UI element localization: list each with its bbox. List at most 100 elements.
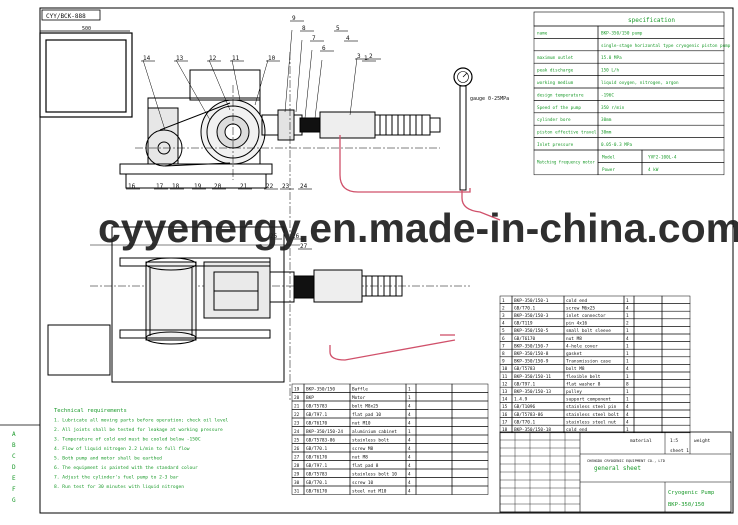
part-no: 7	[502, 343, 505, 349]
part-qty: 1	[626, 359, 629, 365]
part-qty: 4	[626, 305, 629, 311]
sheet-border	[39, 7, 734, 514]
part-no: 25	[294, 438, 300, 444]
part-code: GB/T6170	[514, 336, 536, 342]
part-code: GB/T97.1	[514, 381, 536, 387]
pump-top-view	[47, 226, 403, 383]
part-name: nut M8	[566, 336, 582, 342]
table-cell	[451, 460, 489, 470]
table-cell	[661, 386, 691, 396]
note-line: 4. Flow of liquid nitrogen 2.2 L/min to …	[54, 446, 190, 452]
balloon-number: 24	[300, 183, 308, 190]
note-line: 1. Lubricate all moving parts before ope…	[54, 418, 228, 424]
part-code: GB/T5783	[514, 366, 536, 372]
part-no: 5	[502, 328, 505, 334]
spec-label: name	[537, 31, 548, 36]
part-name: cold end	[566, 298, 588, 304]
note-line: 5. Both pump and motor shall be earthed	[54, 456, 162, 462]
part-name: stainless steel bolt	[566, 412, 619, 418]
part-qty: 4	[408, 480, 411, 486]
part-no: 6	[502, 336, 505, 342]
part-code: BKP	[306, 395, 314, 401]
table-cell	[451, 468, 489, 478]
note-line: 7. Adjust the cylinder's fuel pump to 2-…	[54, 475, 179, 481]
spec-value-cell	[597, 87, 725, 101]
part-qty: 1	[626, 343, 629, 349]
table-cell	[451, 417, 489, 427]
margin-mark: A	[12, 431, 16, 438]
part-code: GB/T119	[514, 321, 533, 327]
table-cell	[415, 451, 453, 461]
table-cell	[633, 364, 663, 373]
balloon-number: 19	[194, 183, 202, 190]
table-cell	[633, 379, 663, 388]
table-cell	[451, 426, 489, 436]
part-code: GB/T5783-86	[306, 438, 335, 444]
part-qty: 1	[626, 328, 629, 334]
table-cell	[633, 310, 663, 320]
table-cell	[633, 295, 663, 304]
spec-motor-value: 4 kW	[648, 167, 659, 173]
part-no: 17	[502, 419, 508, 425]
spec-motor-label: Matching frequency motor	[537, 159, 595, 164]
part-code: BKP-350/150-9	[514, 359, 549, 365]
table-cell	[633, 318, 663, 327]
part-qty: 4	[408, 463, 411, 469]
note-line: 2. All joints shall be tested for leakag…	[54, 427, 223, 433]
margin-mark: B	[12, 442, 16, 449]
table-cell	[633, 356, 663, 365]
spec-value: 30mm	[601, 117, 612, 123]
part-no: 20	[294, 395, 300, 401]
balloon-number: 3	[357, 53, 361, 60]
part-qty: 4	[626, 404, 629, 410]
balloon-number: 4	[346, 35, 350, 42]
part-code: BKP-350/150-7	[514, 343, 549, 349]
part-name: nut M8	[352, 455, 368, 461]
part-no: 23	[294, 421, 300, 427]
note-line: Technical requirements	[54, 408, 127, 414]
part-name: flat pad 10	[352, 412, 381, 418]
part-qty: 4	[626, 336, 629, 342]
part-code: BKP-350/150-1	[514, 298, 549, 304]
balloon-number: 18	[172, 183, 180, 190]
part-qty: 1	[408, 387, 411, 393]
spec-value: BKP-350/150 pump	[601, 30, 643, 36]
note-line: 8. Run test for 30 minutes with liquid n…	[54, 484, 184, 490]
part-no: 1	[502, 298, 505, 304]
part-name: Baffle	[352, 387, 368, 393]
table-cell	[415, 417, 453, 427]
table-cell	[661, 364, 691, 373]
leader-lines	[142, 29, 358, 131]
spec-value: liquid oxygen, nitrogen, argon	[601, 80, 679, 86]
title-company: CHENGDU CRYOGENIC EQUIPMENT CO., LTD	[587, 459, 665, 463]
balloon-number: 26	[292, 233, 300, 240]
part-code: GB/T5783	[306, 404, 328, 410]
part-qty: 4	[408, 489, 411, 495]
table-cell	[661, 295, 691, 304]
spec-motor-key: Power	[602, 167, 615, 173]
table-cell	[633, 371, 663, 380]
part-no: 26	[294, 446, 300, 452]
table-cell	[661, 303, 691, 312]
title-product: Cryogenic Pump	[668, 490, 714, 496]
spec-label: design temperature	[537, 92, 584, 98]
table-cell	[415, 434, 453, 444]
part-code: BKP-350/150-8	[514, 351, 549, 357]
table-cell	[415, 409, 453, 419]
part-qty: 1	[626, 427, 629, 433]
part-no: 2	[502, 305, 505, 311]
table-cell	[661, 417, 691, 426]
note-line: 6. The equipment is painted with the sta…	[54, 465, 198, 471]
spec-label: peak discharge	[537, 68, 574, 74]
part-no: 21	[294, 404, 300, 410]
top-left-inset: 500	[39, 26, 133, 118]
table-cell	[451, 409, 489, 419]
part-qty: 1	[626, 298, 629, 304]
part-qty: 4	[626, 412, 629, 418]
spec-value-cell	[597, 112, 725, 126]
table-cell	[633, 386, 663, 396]
hose-lines	[329, 135, 501, 361]
table-cell	[415, 400, 453, 410]
spec-value: 30mm	[601, 130, 612, 136]
